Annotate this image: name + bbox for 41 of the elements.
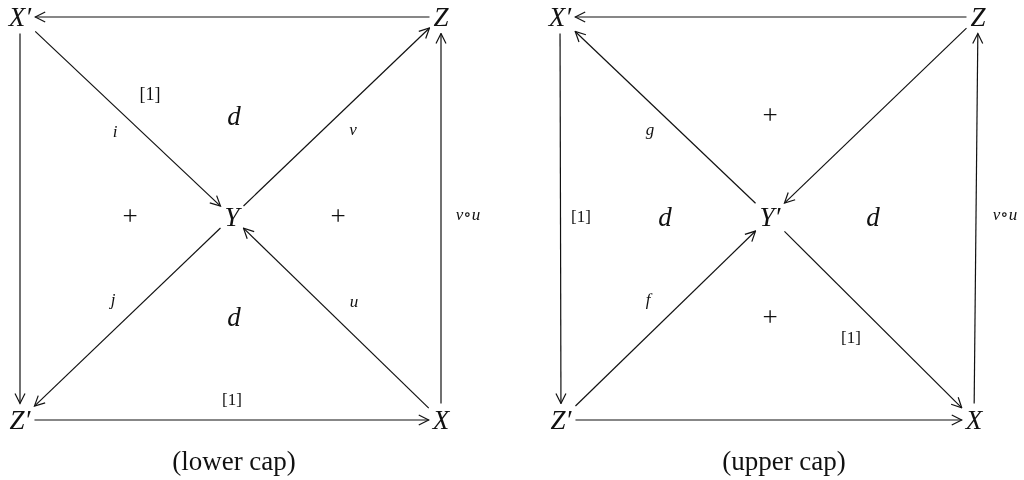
region-label: d: [866, 203, 880, 233]
region-label: +: [762, 303, 778, 333]
arrow: [574, 230, 757, 407]
arrow: [34, 30, 222, 207]
edge-label: [1]: [839, 328, 863, 348]
arrow: [555, 32, 567, 405]
arrow: [242, 227, 430, 409]
region-label: [1]: [139, 85, 161, 105]
arrow: [33, 227, 222, 407]
object-label: Y: [222, 202, 242, 232]
object-label: Z: [968, 2, 988, 32]
region-label: d: [227, 303, 241, 333]
object-label: Y′: [757, 202, 783, 232]
arrow: [783, 27, 968, 204]
arrow: [783, 230, 963, 409]
region-label: +: [762, 101, 778, 131]
object-label: Z′: [548, 405, 574, 435]
edge-label: [1]: [220, 390, 244, 410]
region-label: +: [330, 202, 346, 232]
region-label: d: [227, 102, 241, 132]
arrow: [14, 32, 26, 405]
edge-label: f: [643, 290, 653, 310]
caption: (upper cap): [722, 447, 846, 477]
object-label: X: [963, 405, 985, 435]
object-label: Z: [431, 2, 451, 32]
arrow: [574, 11, 968, 23]
arrow: [242, 27, 431, 207]
arrow: [574, 30, 757, 204]
arrow: [34, 11, 431, 23]
arrow: [574, 414, 963, 426]
arrow: [33, 414, 430, 426]
object-label: X′: [6, 2, 34, 32]
edge-label: [1]: [569, 207, 593, 227]
object-label: Z′: [7, 405, 33, 435]
arrow: [435, 32, 447, 405]
region-label: d: [658, 203, 672, 233]
arrow: [972, 32, 984, 405]
region-label: +: [122, 202, 138, 232]
object-label: X′: [546, 2, 574, 32]
caption: (lower cap): [172, 447, 296, 477]
object-label: X: [430, 405, 452, 435]
